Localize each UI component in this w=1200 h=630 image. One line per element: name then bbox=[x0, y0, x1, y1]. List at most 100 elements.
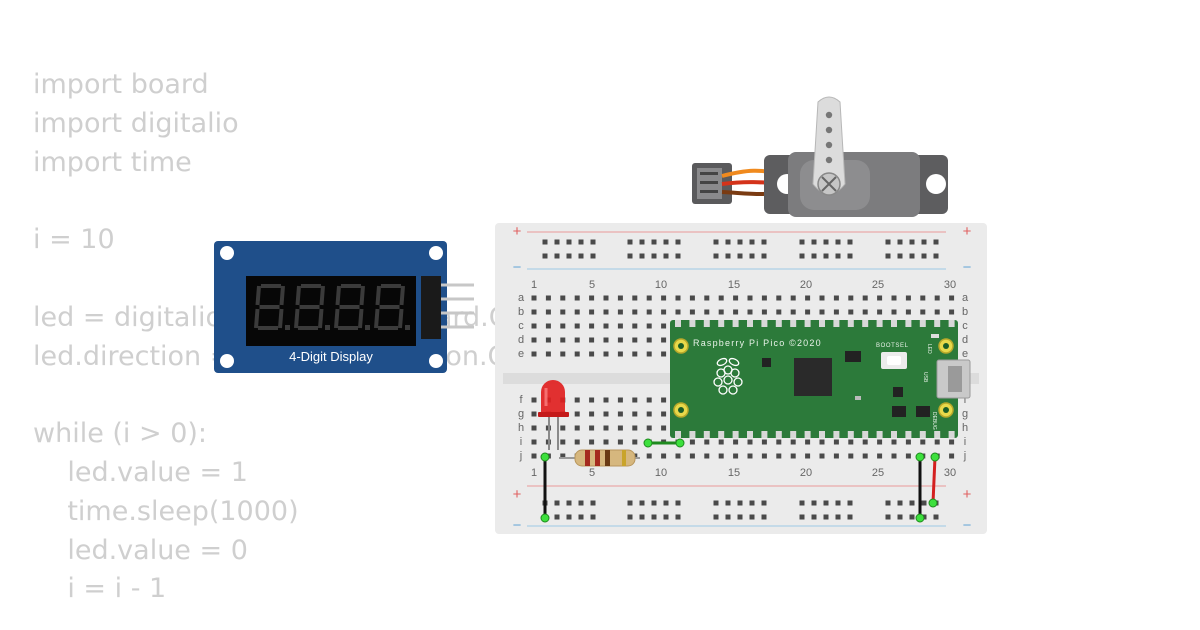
breadboard-hole[interactable] bbox=[632, 411, 638, 417]
rail-hole[interactable] bbox=[835, 239, 841, 245]
breadboard-hole[interactable] bbox=[819, 295, 825, 301]
breadboard-hole[interactable] bbox=[747, 295, 753, 301]
rail-hole[interactable] bbox=[835, 514, 841, 520]
rail-hole[interactable] bbox=[651, 253, 657, 259]
breadboard-hole[interactable] bbox=[646, 425, 652, 431]
rail-hole[interactable] bbox=[675, 239, 681, 245]
breadboard-hole[interactable] bbox=[776, 309, 782, 315]
breadboard-hole[interactable] bbox=[862, 309, 868, 315]
breadboard-hole[interactable] bbox=[617, 439, 623, 445]
rail-hole[interactable] bbox=[713, 500, 719, 506]
rail-hole[interactable] bbox=[885, 253, 891, 259]
breadboard-hole[interactable] bbox=[661, 453, 667, 459]
pico-pin[interactable] bbox=[891, 320, 897, 327]
breadboard-hole[interactable] bbox=[646, 453, 652, 459]
breadboard-hole[interactable] bbox=[531, 351, 537, 357]
breadboard-hole[interactable] bbox=[833, 295, 839, 301]
rail-hole[interactable] bbox=[749, 239, 755, 245]
rail-hole[interactable] bbox=[663, 239, 669, 245]
pico-pin[interactable] bbox=[804, 431, 811, 438]
breadboard-hole[interactable] bbox=[560, 323, 566, 329]
breadboard-hole[interactable] bbox=[574, 295, 580, 301]
breadboard-hole[interactable] bbox=[603, 351, 609, 357]
breadboard-hole[interactable] bbox=[632, 309, 638, 315]
pico-pin[interactable] bbox=[819, 320, 825, 327]
rail-hole[interactable] bbox=[542, 239, 548, 245]
breadboard-hole[interactable] bbox=[704, 453, 710, 459]
breadboard-hole[interactable] bbox=[833, 439, 839, 445]
breadboard-hole[interactable] bbox=[675, 309, 681, 315]
breadboard-hole[interactable] bbox=[560, 425, 566, 431]
breadboard-hole[interactable] bbox=[790, 439, 796, 445]
rail-hole[interactable] bbox=[847, 500, 853, 506]
pico-pin[interactable] bbox=[675, 431, 681, 438]
breadboard-hole[interactable] bbox=[632, 425, 638, 431]
breadboard-hole[interactable] bbox=[632, 351, 638, 357]
rail-hole[interactable] bbox=[675, 500, 681, 506]
breadboard-hole[interactable] bbox=[574, 337, 580, 343]
breadboard-hole[interactable] bbox=[589, 309, 595, 315]
pico-pin[interactable] bbox=[718, 320, 725, 327]
pico-pin[interactable] bbox=[833, 431, 840, 438]
rail-hole[interactable] bbox=[921, 253, 927, 259]
breadboard-hole[interactable] bbox=[574, 411, 580, 417]
breadboard-hole[interactable] bbox=[891, 439, 897, 445]
breadboard-hole[interactable] bbox=[531, 425, 537, 431]
breadboard-hole[interactable] bbox=[761, 295, 767, 301]
rail-hole[interactable] bbox=[639, 253, 645, 259]
pico-pin[interactable] bbox=[862, 320, 869, 327]
rail-hole[interactable] bbox=[554, 253, 560, 259]
breadboard-hole[interactable] bbox=[632, 337, 638, 343]
servo-motor[interactable] bbox=[692, 96, 948, 217]
rail-hole[interactable] bbox=[749, 514, 755, 520]
rail-hole[interactable] bbox=[897, 239, 903, 245]
breadboard-hole[interactable] bbox=[589, 351, 595, 357]
rail-hole[interactable] bbox=[639, 500, 645, 506]
rail-hole[interactable] bbox=[897, 514, 903, 520]
resistor[interactable] bbox=[559, 449, 640, 467]
breadboard-hole[interactable] bbox=[776, 295, 782, 301]
rail-hole[interactable] bbox=[639, 239, 645, 245]
rail-hole[interactable] bbox=[725, 500, 731, 506]
breadboard-hole[interactable] bbox=[761, 309, 767, 315]
pico-pin[interactable] bbox=[876, 431, 883, 438]
wire-endpoint[interactable] bbox=[540, 452, 550, 462]
pico-pin[interactable] bbox=[847, 431, 854, 438]
breadboard-hole[interactable] bbox=[589, 425, 595, 431]
rail-hole[interactable] bbox=[590, 514, 596, 520]
breadboard-hole[interactable] bbox=[632, 295, 638, 301]
pico-pin[interactable] bbox=[732, 431, 739, 438]
breadboard-hole[interactable] bbox=[934, 439, 940, 445]
breadboard-hole[interactable] bbox=[545, 309, 551, 315]
breadboard-hole[interactable] bbox=[733, 453, 739, 459]
breadboard-hole[interactable] bbox=[905, 453, 911, 459]
breadboard-hole[interactable] bbox=[877, 295, 883, 301]
breadboard-hole[interactable] bbox=[603, 397, 609, 403]
pico-pin[interactable] bbox=[790, 320, 797, 327]
rail-hole[interactable] bbox=[737, 239, 743, 245]
rail-hole[interactable] bbox=[897, 253, 903, 259]
breadboard-hole[interactable] bbox=[603, 337, 609, 343]
breadboard-hole[interactable] bbox=[819, 309, 825, 315]
breadboard-hole[interactable] bbox=[531, 295, 537, 301]
breadboard-hole[interactable] bbox=[689, 309, 695, 315]
breadboard-hole[interactable] bbox=[589, 337, 595, 343]
breadboard-hole[interactable] bbox=[920, 295, 926, 301]
rail-hole[interactable] bbox=[933, 514, 939, 520]
breadboard-hole[interactable] bbox=[949, 453, 955, 459]
pico-pin[interactable] bbox=[934, 320, 941, 327]
pico-pin[interactable] bbox=[891, 431, 897, 438]
breadboard-hole[interactable] bbox=[531, 439, 537, 445]
breadboard-hole[interactable] bbox=[949, 295, 955, 301]
rail-hole[interactable] bbox=[713, 239, 719, 245]
rail-hole[interactable] bbox=[578, 514, 584, 520]
rail-hole[interactable] bbox=[675, 514, 681, 520]
breadboard-hole[interactable] bbox=[661, 397, 667, 403]
rail-hole[interactable] bbox=[554, 514, 560, 520]
breadboard-hole[interactable] bbox=[574, 309, 580, 315]
breadboard-hole[interactable] bbox=[603, 309, 609, 315]
breadboard-hole[interactable] bbox=[704, 295, 710, 301]
breadboard-hole[interactable] bbox=[617, 411, 623, 417]
breadboard-hole[interactable] bbox=[718, 309, 724, 315]
breadboard-hole[interactable] bbox=[646, 309, 652, 315]
